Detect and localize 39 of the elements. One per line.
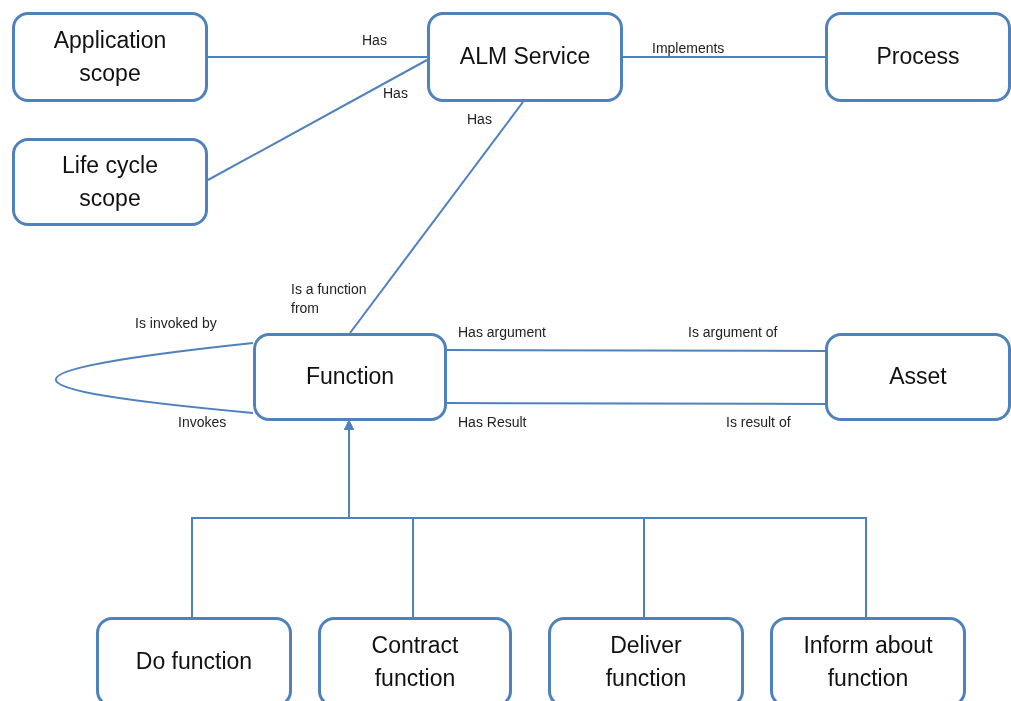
node-label: Inform about function: [802, 630, 934, 693]
rounded-box: [825, 12, 1011, 102]
connector-line: [622, 56, 826, 58]
rounded-box: [12, 12, 208, 102]
rounded-box: [318, 617, 512, 701]
role-label: Is argument of: [688, 323, 778, 342]
rounded-box: [770, 617, 966, 701]
rounded-box: [12, 138, 208, 226]
role-label: Is result of: [726, 413, 791, 432]
node-label: Life cycle scope: [61, 150, 159, 213]
rounded-box: [96, 617, 292, 701]
node-label: Deliver function: [604, 630, 688, 693]
connector-line: [207, 56, 428, 58]
connector-line: [54, 342, 254, 414]
edge-label: Is invoked by: [135, 314, 217, 333]
role-label: Invokes: [178, 413, 227, 432]
connector-line: [207, 59, 428, 181]
node-label: ALM Service: [459, 42, 591, 72]
rounded-box: [427, 12, 623, 102]
node-label: Function: [305, 362, 395, 392]
edge-label: Has: [383, 84, 408, 103]
rounded-box: [253, 333, 447, 421]
role-label: Has: [467, 110, 492, 129]
connector-line: [446, 402, 826, 405]
node-label: Process: [876, 42, 960, 72]
edge-label: Has: [362, 31, 387, 50]
node-label: Asset: [889, 362, 947, 392]
node-label: Contract function: [370, 630, 460, 693]
rounded-box: [548, 617, 744, 701]
connector-line: [349, 101, 524, 334]
connector-line: [446, 349, 826, 352]
arrow: [344, 420, 867, 618]
edge-label: Has argument: [458, 323, 546, 342]
edge-label: Has Result: [458, 413, 527, 432]
edge-label: Implements: [652, 39, 725, 58]
node-label: Application scope: [52, 25, 168, 88]
rounded-box: [825, 333, 1011, 421]
edge-label: Is a function from: [291, 280, 368, 318]
node-label: Do function: [135, 647, 253, 677]
